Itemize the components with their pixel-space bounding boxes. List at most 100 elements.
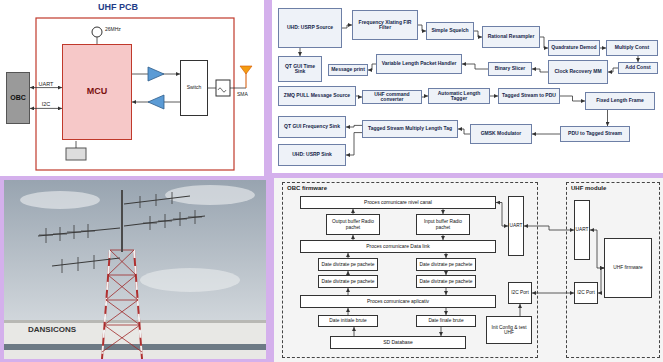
node-text: Proces comunicare Data link — [366, 244, 430, 250]
flowgraph-block: UHF command converter — [362, 90, 422, 104]
flowgraph-block: PDU to Tagged Stream — [560, 126, 630, 142]
pcb-block: OBC — [6, 72, 30, 124]
node-text: Date initiale brute — [329, 318, 366, 323]
connector — [368, 64, 376, 70]
connector — [348, 308, 349, 315]
node-text: MCU — [87, 87, 108, 97]
firmware-box: Date divizate pe pachete — [318, 275, 378, 288]
connector — [462, 64, 488, 69]
flowgraph-block: Binary Slicer — [488, 62, 532, 76]
node-text: QT GUI Frequency Sink — [284, 124, 340, 130]
node-text: PDU to Tagged Stream — [568, 131, 622, 137]
node-text: ZMQ PULL Message Source — [284, 93, 350, 99]
flowgraph-block: Simple Squelch — [426, 22, 474, 40]
connector — [346, 133, 362, 155]
node-text: SD Database — [383, 340, 413, 346]
node-text: OBC — [10, 94, 26, 102]
connector — [520, 304, 521, 316]
firmware-box: Init Config & test UHF — [486, 316, 532, 344]
node-text: Fixed Length Frame — [596, 98, 644, 104]
connector — [30, 108, 62, 109]
connector — [590, 230, 604, 268]
node-text: Rational Resampler — [488, 34, 535, 40]
flowgraph-block: Automatic Length Tagger — [428, 88, 490, 104]
node-text: Date finale brute — [428, 318, 463, 323]
pcb-block: MCU — [62, 44, 132, 140]
node-text: Proces comunicare aplicativ — [367, 299, 429, 305]
firmware-box: Date divizate pe pachete — [416, 258, 476, 271]
node-text: Tagged Stream Multiply Length Tag — [368, 126, 452, 132]
flowgraph-block: ZMQ PULL Message Source — [278, 86, 356, 106]
flowgraph-block: QT GUI Time Sink — [278, 56, 322, 82]
connector — [458, 129, 470, 134]
node-text: Clock Recovery MM — [554, 69, 601, 75]
node-text: UHF module — [571, 185, 659, 192]
label: 26MHz — [105, 27, 121, 33]
firmware-box: Date finale brute — [416, 315, 476, 327]
firmware-box: I2C Port — [574, 282, 598, 304]
node-text: I2C Port — [511, 290, 529, 295]
module-frame: OBC firmwareProces comunicare nivel cana… — [282, 182, 538, 358]
node-text: UHF command converter — [364, 92, 420, 103]
connector — [346, 125, 362, 127]
edge-label: I2C — [41, 101, 52, 107]
module-frame: UHF moduleUART UHF firmwareI2C Port — [566, 182, 660, 358]
node-text: Output buffer Radio pachet — [328, 219, 378, 230]
node-text: UHD: USRP Source — [287, 25, 333, 31]
node-text: OBC firmware — [287, 185, 537, 192]
process-band: SD Database — [330, 336, 466, 349]
node-text: Date divizate pe pachete — [322, 262, 375, 267]
connector — [418, 25, 426, 31]
node-text: Frequency Xlating FIR Filter — [354, 20, 416, 31]
connector — [540, 37, 548, 48]
firmware-box: Date divizate pe pachete — [416, 275, 476, 288]
connector — [348, 288, 349, 295]
node-text: Tagged Stream to PDU — [502, 93, 556, 99]
node-text: Simple Squelch — [431, 28, 468, 34]
node-text: Quadrature Demod — [551, 45, 596, 51]
flowgraph-block: Add Const — [618, 62, 658, 74]
node-text: Automatic Length Tagger — [430, 91, 488, 102]
label: SMA — [237, 92, 248, 98]
process-band: Proces comunicare nivel canal — [300, 196, 496, 209]
flowgraph-block: Clock Recovery MM — [548, 60, 608, 84]
process-band: Proces comunicare Data link — [300, 240, 496, 253]
label: DANSICONS — [28, 326, 76, 335]
connector — [532, 293, 574, 294]
flowgraph-block: Variable Length Packet Handler — [376, 54, 462, 74]
connector — [441, 327, 442, 336]
connector — [496, 203, 508, 227]
node-text: UART — [576, 227, 589, 232]
node-text: I2C Port — [577, 290, 595, 295]
node-text: UHF firmware — [613, 265, 643, 270]
connector — [300, 48, 301, 56]
firmware-box: Input buffer Radio pachet — [416, 214, 470, 235]
connector — [30, 87, 62, 88]
node-text: GMSK Modulator — [481, 131, 522, 137]
flowgraph-block: Fixed Length Frame — [585, 92, 655, 110]
connector — [474, 31, 482, 37]
flowgraph-block: UHD: USRP Source — [278, 8, 342, 48]
port-box: UART — [508, 196, 524, 256]
flowgraph-block: Message print — [328, 64, 368, 76]
node-text: UHD: USRP Sink — [292, 152, 332, 158]
flowgraph-block: GMSK Modulator — [470, 124, 532, 144]
firmware-box: UHF firmware — [604, 238, 652, 298]
node-text: UART — [510, 223, 523, 228]
connector — [607, 110, 608, 126]
connector — [560, 96, 585, 101]
flowgraph-block: Rational Resampler — [482, 26, 540, 48]
node-text: Init Config & test UHF — [488, 325, 530, 336]
flowgraph-block: Multiply Const — [606, 40, 658, 56]
label: UHF PCB — [98, 3, 138, 13]
node-text: Date divizate pe pachete — [420, 262, 473, 267]
edge-label: UART — [38, 81, 55, 87]
firmware-box: I2C Port — [508, 282, 532, 304]
node-text: Input buffer Radio pachet — [418, 219, 468, 230]
node-text: Variable Length Packet Handler — [382, 61, 457, 67]
node-text: QT GUI Time Sink — [280, 64, 320, 75]
connector — [446, 308, 447, 315]
connector — [532, 69, 548, 72]
pcb-block: Switch — [180, 60, 208, 116]
node-text: Message print — [331, 67, 365, 73]
